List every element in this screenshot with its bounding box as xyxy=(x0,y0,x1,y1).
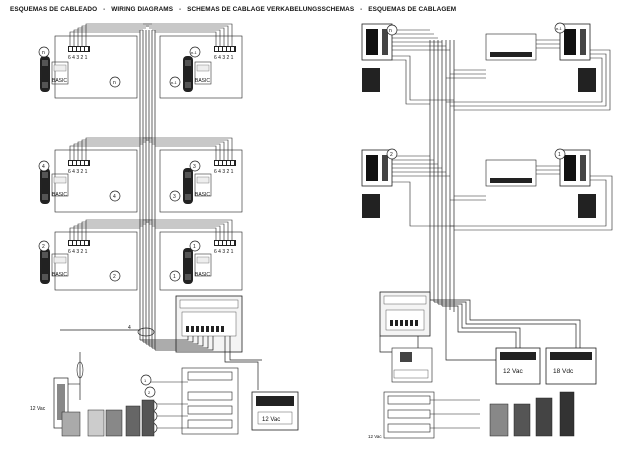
monitor-unit-2 xyxy=(361,149,393,218)
push-button-bank-right xyxy=(383,391,480,439)
left-wiring-diagram: 6 4 3 2 1 6 4 3 2 1 6 4 3 2 1 6 4 3 2 1 … xyxy=(30,23,299,437)
push-button-bank xyxy=(150,367,239,435)
terminal-label: 6 4 3 2 1 xyxy=(214,249,234,255)
power-supply-ac xyxy=(495,347,541,385)
right-wiring-diagram: n n-1 2 1 xyxy=(361,22,613,439)
monitor-unit-n-1 xyxy=(559,23,596,92)
handset-model-label: BASIC xyxy=(52,272,67,278)
handset-model-label: BASIC xyxy=(195,78,210,84)
apartment-label-1: 1 xyxy=(173,274,176,280)
apartment-row-middle xyxy=(39,137,243,213)
handset-model-label: BASIC xyxy=(195,192,210,198)
unit-label-n: n xyxy=(389,28,392,34)
apartment-label-3: 3 xyxy=(173,194,176,200)
node-label: 1 xyxy=(144,378,147,383)
supply-ac-label: 12 Vac xyxy=(503,368,524,375)
power-supply xyxy=(251,391,299,431)
apartment-label-n-1: n-1 xyxy=(171,80,178,85)
control-module xyxy=(379,291,431,337)
bottom-supply-label: 12 Vac xyxy=(368,434,382,439)
header-title-pt: ESQUEMAS DE CABLAGEM xyxy=(368,6,457,13)
terminal-label: 6 4 3 2 1 xyxy=(68,249,88,255)
cable-mark: 4 xyxy=(128,325,131,331)
panel-modules-right xyxy=(489,391,575,437)
power-supply-dc xyxy=(545,347,597,385)
header-separator: - xyxy=(360,6,363,13)
apartment-label-4: 4 xyxy=(113,194,116,200)
monitor-unit-1 xyxy=(559,149,596,218)
monitor-unit-n xyxy=(361,23,393,92)
apartment-label-4: 4 xyxy=(42,164,45,170)
apartment-label-n-1: n-1 xyxy=(191,50,198,55)
node-label: 2 xyxy=(148,390,151,395)
header-separator: - xyxy=(178,6,182,13)
handset-model-label: BASIC xyxy=(52,78,67,84)
terminal-label: 6 4 3 2 1 xyxy=(68,169,88,175)
unit-label-n-1: n-1 xyxy=(556,26,563,31)
header-title-en: WIRING DIAGRAMS xyxy=(111,6,174,13)
psu-label: 12 Vac xyxy=(262,417,280,423)
apartment-label-n: n xyxy=(42,50,45,56)
apartment-label-2: 2 xyxy=(113,274,116,280)
secondary-panel xyxy=(391,347,433,383)
handset-model-label: BASIC xyxy=(52,192,67,198)
apartment-label-1: 1 xyxy=(193,244,196,250)
apartment-row-top xyxy=(39,23,243,99)
terminal-label: 6 4 3 2 1 xyxy=(214,55,234,61)
terminal-label: 6 4 3 2 1 xyxy=(214,169,234,175)
header-title-es: ESQUEMAS DE CABLEADO xyxy=(10,6,98,13)
handset-model-label: BASIC xyxy=(195,272,210,278)
header-separator: - xyxy=(103,6,106,13)
apartment-row-bottom xyxy=(39,219,243,291)
apartment-label-3: 3 xyxy=(193,164,196,170)
unit-label-1: 1 xyxy=(558,152,561,158)
door-panel-unit xyxy=(175,295,243,353)
supply-label: 12 Vac xyxy=(30,406,46,412)
supply-dc-label: 18 Vdc xyxy=(553,368,574,375)
header-title-fr-de: SCHEMAS DE CABLAGE VERKABELUNGSSCHEMAS xyxy=(187,6,355,13)
terminal-label: 6 4 3 2 1 xyxy=(68,55,88,61)
panel-modules xyxy=(61,399,155,437)
page-header: ESQUEMAS DE CABLEADO - WIRING DIAGRAMS -… xyxy=(10,6,460,13)
apartment-label-n: n xyxy=(113,80,116,86)
apartment-label-2: 2 xyxy=(42,244,45,250)
unit-label-2: 2 xyxy=(390,152,393,158)
